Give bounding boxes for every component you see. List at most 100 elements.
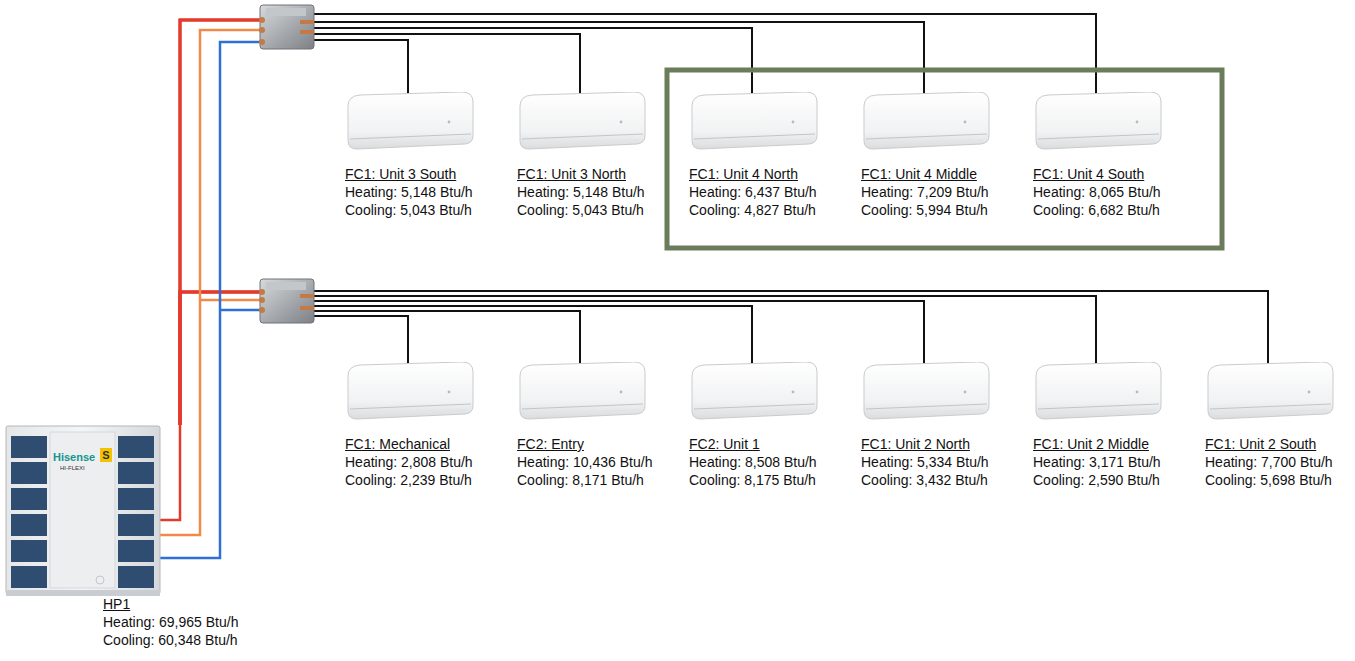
capacity-text: Cooling: 6,682 Btu/h [1033,201,1163,219]
branch-line [285,292,580,365]
unit-name: FC1: Unit 4 South [1033,165,1163,183]
copper-stub [300,20,314,24]
fan-coil-picture [348,92,473,149]
fan-coil-unit: FC1: Unit 3 NorthHeating: 5,148 Btu/hCoo… [517,95,647,219]
fan-coil-pictures [348,92,1333,419]
branch-line [285,20,752,95]
branch-line [285,14,1096,95]
heat-pump-grille [118,436,154,588]
heat-pump-picture [6,426,160,596]
capacity-text: Heating: 2,808 Btu/h [345,453,475,471]
unit-name: FC1: Unit 4 Middle [861,165,991,183]
copper-stub [259,289,265,295]
fan-coil-picture [692,362,817,419]
branch-line [285,20,924,95]
fan-coil-picture [864,362,989,419]
capacity-text: Cooling: 8,175 Btu/h [689,471,819,489]
unit-name: FC1: Unit 2 South [1205,435,1335,453]
copper-stub [300,294,314,298]
fan-coil-unit: FC1: Unit 4 MiddleHeating: 7,209 Btu/hCo… [861,95,991,219]
heat-pump-panel [50,432,115,588]
unit-name: FC2: Entry [517,435,655,453]
capacity-text: Cooling: 5,043 Btu/h [517,201,647,219]
highlight-frame [667,70,1222,248]
fan-coil-unit: FC1: Unit 2 NorthHeating: 5,334 Btu/hCoo… [861,365,991,489]
unit-name: FC1: Unit 3 North [517,165,647,183]
capacity-text: Cooling: 60,348 Btu/h [103,631,260,649]
refrigerant-connector [180,20,580,425]
branch-box-body [260,5,314,49]
capacity-text: Cooling: 2,590 Btu/h [1033,471,1163,489]
capacity-text: Cooling: 3,432 Btu/h [861,471,991,489]
liquid-pipe [180,20,285,425]
branch-line [285,292,752,365]
branch-line [285,20,408,95]
branch-box [259,5,314,49]
capacity-text: Cooling: 4,827 Btu/h [689,201,819,219]
capacity-text: Heating: 5,148 Btu/h [517,183,647,201]
liquid-pipe [180,20,285,425]
refrigerant-pipes [160,30,262,558]
fan-coil-unit: FC1: Unit 4 NorthHeating: 6,437 Btu/hCoo… [689,95,819,219]
copper-stub [259,17,265,23]
copper-stub [300,30,314,34]
liquid-pipe [160,425,180,520]
suction-pipe [160,30,262,535]
capacity-text: Heating: 69,965 Btu/h [103,613,260,631]
heat-pump-grille [11,436,47,588]
capacity-text: Heating: 10,436 Btu/h [517,453,655,471]
unit-name: FC1: Unit 4 North [689,165,819,183]
unit-name: HP1 [103,595,260,613]
fan-coil-unit: FC1: Unit 4 SouthHeating: 8,065 Btu/hCoo… [1033,95,1163,219]
liquid-pipe [180,20,285,425]
model-name: HI-FLEXI [60,465,85,472]
branch-line [285,20,580,95]
copper-stub [259,27,265,33]
fan-coil-picture [520,92,645,149]
capacity-text: Cooling: 8,171 Btu/h [517,471,655,489]
refrigerant-connector [180,20,924,425]
refrigerant-connector [180,292,1096,425]
fan-coil-picture [1208,362,1333,419]
fan-coil-picture [520,362,645,419]
capacity-text: Cooling: 5,994 Btu/h [861,201,991,219]
capacity-text: Heating: 5,334 Btu/h [861,453,991,471]
refrigerant-connector [180,291,1268,425]
branch-box-body [260,279,314,323]
fan-coil-unit: FC1: Unit 2 SouthHeating: 7,700 Btu/hCoo… [1205,365,1335,489]
capacity-text: Cooling: 2,239 Btu/h [345,471,475,489]
heat-pump-badge [96,576,104,584]
fan-coil-picture [348,362,473,419]
fan-coil-unit: FC1: MechanicalHeating: 2,808 Btu/hCooli… [345,365,475,489]
series-logo: S [100,448,112,462]
unit-name: FC2: Unit 1 [689,435,819,453]
fan-coil-unit: FC2: Unit 1Heating: 8,508 Btu/hCooling: … [689,365,819,489]
capacity-text: Heating: 3,171 Btu/h [1033,453,1163,471]
branch-box [259,279,314,323]
brand-logo: Hisense [53,451,95,463]
branch-line [285,292,924,365]
capacity-text: Heating: 5,148 Btu/h [345,183,475,201]
unit-name: FC1: Unit 3 South [345,165,475,183]
liquid-pipe [180,20,285,425]
branch-line [285,291,1268,365]
fan-coil-picture [1036,362,1161,419]
heat-pump-unit: HP1Heating: 69,965 Btu/hCooling: 60,348 … [5,425,260,649]
fan-coil-unit: FC2: EntryHeating: 10,436 Btu/hCooling: … [517,365,655,489]
fan-coil-unit: FC1: Unit 2 MiddleHeating: 3,171 Btu/hCo… [1033,365,1163,489]
capacity-text: Heating: 6,437 Btu/h [689,183,819,201]
refrigerant-connector [180,14,1096,425]
capacity-text: Cooling: 5,043 Btu/h [345,201,475,219]
liquid-pipe [180,20,285,425]
copper-stub [259,39,265,45]
fan-coil-unit: FC1: Unit 3 SouthHeating: 5,148 Btu/hCoo… [345,95,475,219]
capacity-text: Heating: 7,700 Btu/h [1205,453,1335,471]
copper-stub [259,307,265,313]
copper-stub [300,306,314,310]
branch-box-top [266,8,306,16]
heat-pump-body [6,426,160,594]
branch-box-top [266,282,306,290]
capacity-text: Cooling: 5,698 Btu/h [1205,471,1335,489]
